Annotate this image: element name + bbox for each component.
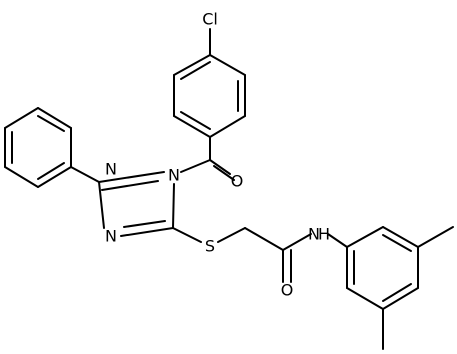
dimethylphenyl-ring xyxy=(346,226,419,310)
ring-nitrogen-n2-label: N xyxy=(105,160,117,179)
carbonyl-double-bond xyxy=(209,159,231,175)
phenyl-to-triazole-bond xyxy=(70,166,100,183)
ch2-to-carbonyl-bond xyxy=(244,227,284,251)
ring-nitrogen-n4-label: N xyxy=(105,227,117,246)
phenyl-ring xyxy=(4,107,72,188)
chlorophenyl-ring xyxy=(173,54,246,138)
triazole-to-s-bond xyxy=(172,227,202,243)
amide-n-to-aryl-bond xyxy=(327,233,348,248)
amide-oxygen-label: O xyxy=(281,281,294,300)
s-to-ch2-bond xyxy=(217,227,246,243)
carbonyl-to-n1-bond xyxy=(180,159,211,173)
ring-nitrogen-n1-label: N xyxy=(168,166,180,185)
triazole-ring xyxy=(98,171,175,237)
carbonyl-to-amide-n-bond xyxy=(282,233,312,251)
chlorine-label: Cl xyxy=(202,10,218,29)
amide-nitrogen-label: N xyxy=(308,225,320,244)
sulfur-label: S xyxy=(205,237,215,256)
carbonyl-oxygen-label: O xyxy=(231,172,244,191)
methyl-top-bond xyxy=(417,226,454,248)
amide-hydrogen-label: H xyxy=(318,225,330,244)
